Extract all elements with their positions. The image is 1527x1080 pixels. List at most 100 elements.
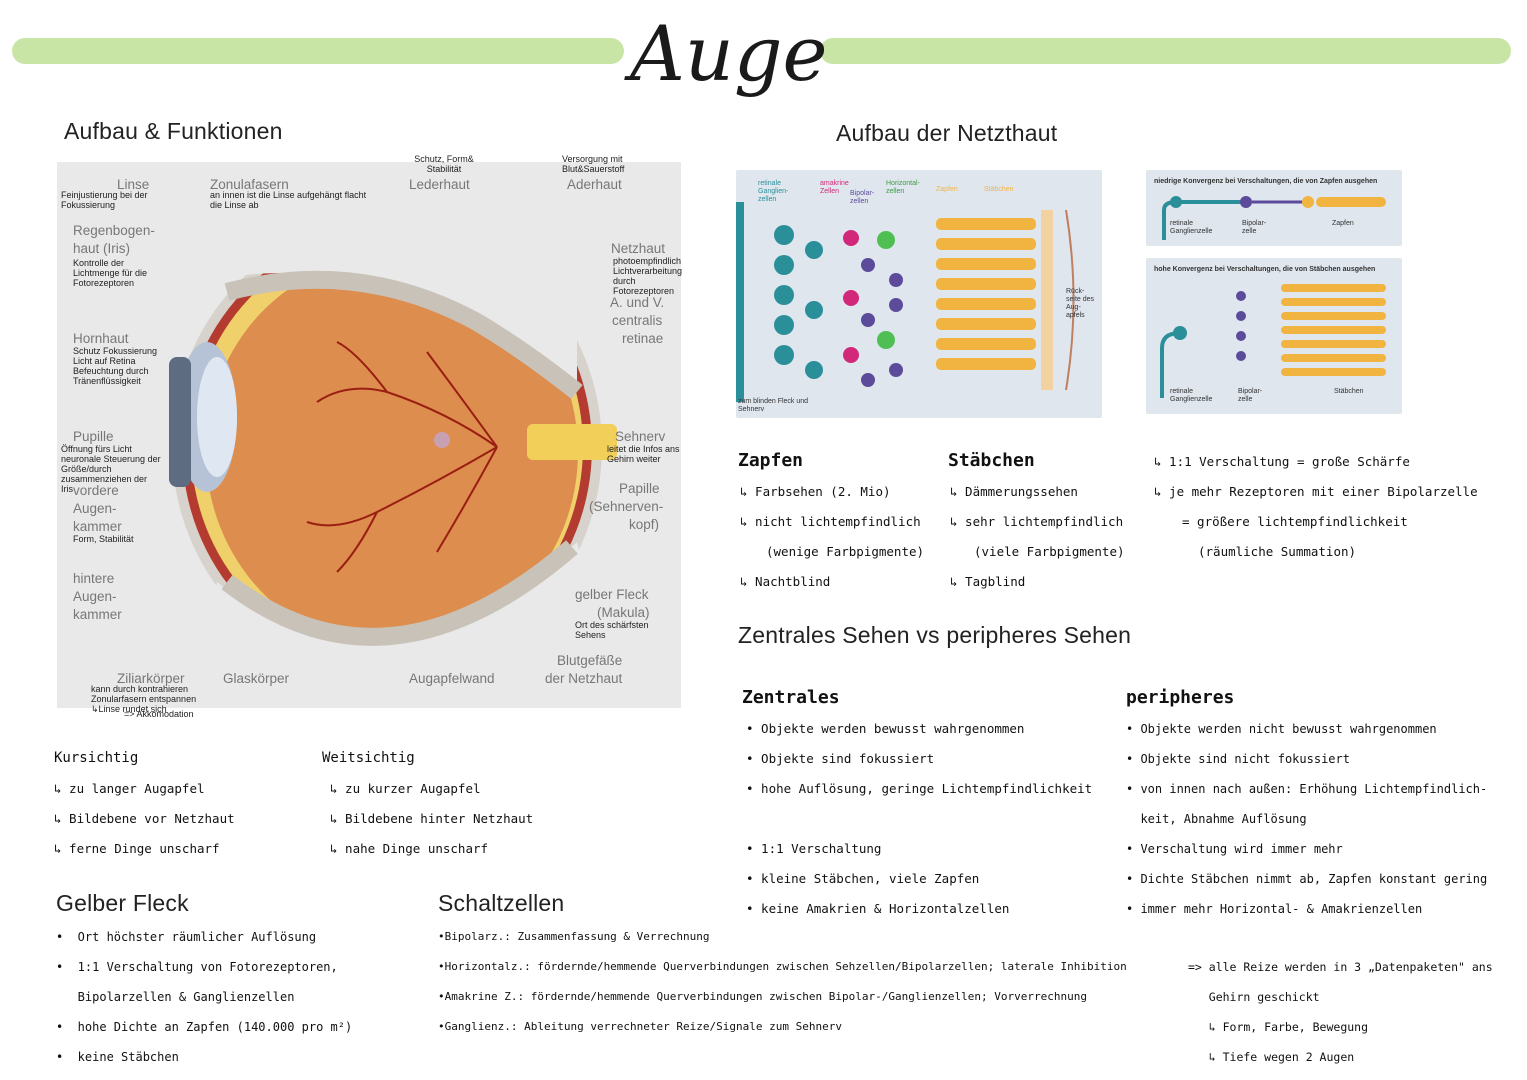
- gelber-fleck-item: • hohe Dichte an Zapfen (140.000 pro m²): [56, 1020, 353, 1034]
- note-iris: Kontrolle der Lichtmenge für die Fotorez…: [73, 258, 148, 288]
- retina-diagram: retinale Ganglien-zellen amakrine Zellen…: [736, 170, 1102, 418]
- label-hintere-2: Augen-: [73, 589, 117, 604]
- peripheres-item: • von innen nach außen: Erhöhung Lichtem…: [1126, 782, 1488, 796]
- label-pupille: Pupille: [73, 429, 114, 444]
- retina-label-horizontal: Horizontal-zellen: [886, 180, 920, 195]
- schaltzellen-item: •Ganglienz.: Ableitung verrechneter Reiz…: [438, 1020, 842, 1033]
- peripheres-item: • Verschaltung wird immer mehr: [1126, 842, 1343, 856]
- label-blutgefaesse-2: der Netzhaut: [545, 671, 623, 686]
- label-vordere-1: vordere: [73, 483, 119, 498]
- zentrales-item: • hohe Auflösung, geringe Lichtempfindli…: [746, 781, 1093, 796]
- kurzsichtig-item: ↳ ferne Dinge unscharf: [54, 841, 220, 856]
- label-zonulafasern: Zonulafasern: [210, 177, 289, 192]
- header-bar-left: [12, 38, 624, 64]
- note-vordere: Form, Stabilität: [73, 534, 134, 544]
- label-netzhaut: Netzhaut: [611, 241, 666, 256]
- zentrales-list: • Objekte werden bewusst wahrgenommen • …: [746, 714, 1092, 924]
- heading-aufbau: Aufbau & Funktionen: [64, 118, 283, 144]
- weitsichtig-item: ↳ Bildebene hinter Netzhaut: [330, 811, 534, 826]
- label-glaskoerper: Glaskörper: [223, 671, 290, 686]
- konvergenz-hoch-l3: Stäbchen: [1334, 388, 1364, 395]
- kurzsichtig-item: ↳ Bildebene vor Netzhaut: [54, 811, 235, 826]
- verschaltung-item: ↳ 1:1 Verschaltung = große Schärfe: [1154, 454, 1410, 469]
- konvergenz-hoch-l1: retinale Ganglienzelle: [1170, 388, 1213, 403]
- gelber-fleck-item: • keine Stäbchen: [56, 1050, 179, 1064]
- fazit-item: ↳ Tiefe wegen 2 Augen: [1188, 1050, 1355, 1064]
- peripheres-item: • Objekte werden nicht bewusst wahrgenom…: [1126, 722, 1437, 736]
- retina-label-staebchen: Stäbchen: [984, 186, 1014, 193]
- fazit-item: => alle Reize werden in 3 „Datenpaketen"…: [1188, 960, 1493, 974]
- verschaltung-item: ↳ je mehr Rezeptoren mit einer Bipolarze…: [1154, 484, 1478, 499]
- retina-label-bipolar: Bipolar-zellen: [850, 190, 875, 205]
- staebchen-item: ↳ sehr lichtempfindlich: [950, 514, 1124, 529]
- label-aderhaut: Aderhaut: [567, 177, 622, 192]
- konvergenz-niedrig-illustration: [1162, 196, 1386, 240]
- label-vordere-2: Augen-: [73, 501, 117, 516]
- zentrales-item: • 1:1 Verschaltung: [746, 841, 882, 856]
- gelber-fleck-item: • Ort höchster räumlicher Auflösung: [56, 930, 317, 944]
- retina-label-blinder-fleck: zum blinden Fleck und Sehnerv: [738, 398, 809, 413]
- peripheres-list: • Objekte werden nicht bewusst wahrgenom…: [1126, 714, 1487, 924]
- kurzsichtig-list: ↳ zu langer Augapfel ↳ Bildebene vor Net…: [54, 774, 235, 864]
- weitsichtig-item: ↳ nahe Dinge unscharf: [330, 841, 489, 856]
- gelber-fleck-item: Bipolarzellen & Ganglienzellen: [56, 990, 295, 1004]
- staebchen-item: ↳ Dämmerungssehen: [950, 484, 1078, 499]
- staebchen-item: ↳ Tagblind: [950, 574, 1026, 589]
- label-linse: Linse: [117, 177, 150, 192]
- eye-illustration: [169, 202, 617, 708]
- note-netzhaut: photoempfindlich Lichtverarbeitung durch…: [613, 256, 683, 296]
- heading-gelber-fleck: Gelber Fleck: [56, 890, 189, 916]
- retina-label-amakrine: amakrine Zellen: [820, 180, 849, 195]
- konvergenz-hoch-l2: Bipolar-zelle: [1238, 388, 1263, 403]
- konvergenz-hoch-title: hohe Konvergenz bei Verschaltungen, die …: [1154, 266, 1376, 273]
- konvergenz-hoch-panel: hohe Konvergenz bei Verschaltungen, die …: [1146, 258, 1402, 414]
- weitsichtig-heading: Weitsichtig: [322, 750, 415, 766]
- note-sehnerv: leitet die Infos ans Gehirn weiter: [607, 444, 680, 464]
- label-hornhaut: Hornhaut: [73, 331, 129, 346]
- label-hintere-1: hintere: [73, 571, 115, 586]
- gelber-fleck-list: • Ort höchster räumlicher Auflösung • 1:…: [56, 922, 352, 1072]
- label-augapfelwand: Augapfelwand: [409, 671, 495, 686]
- note-zonulafasern: an innen ist die Linse aufgehängt flacht…: [210, 190, 367, 210]
- zentrales-item: • Objekte sind fokussiert: [746, 751, 935, 766]
- schaltzellen-item: •Bipolarz.: Zusammenfassung & Verrechnun…: [438, 930, 710, 943]
- label-centralis-3: retinae: [622, 331, 664, 346]
- fazit-list: => alle Reize werden in 3 „Datenpaketen"…: [1188, 952, 1493, 1072]
- zapfen-item: ↳ Nachtblind: [740, 574, 831, 589]
- heading-schaltzellen: Schaltzellen: [438, 890, 565, 916]
- retina-label-rueckseite: Rück-seite des Aug-apfels: [1066, 288, 1095, 319]
- verschaltung-list: ↳ 1:1 Verschaltung = große Schärfe ↳ je …: [1154, 447, 1478, 567]
- label-iris-2: haut (Iris): [73, 241, 131, 256]
- label-ziliarkoerper: Ziliarkörper: [117, 671, 185, 686]
- konvergenz-niedrig-l1: retinale Ganglienzelle: [1170, 220, 1213, 235]
- konvergenz-niedrig-title: niedrige Konvergenz bei Verschaltungen, …: [1154, 178, 1378, 185]
- heading-sehen: Zentrales Sehen vs peripheres Sehen: [738, 622, 1132, 648]
- note-aderhaut: Versorgung mit Blut&Sauerstoff: [562, 154, 625, 174]
- verschaltung-item: (räumliche Summation): [1198, 544, 1357, 559]
- schaltzellen-list: •Bipolarz.: Zusammenfassung & Verrechnun…: [438, 922, 1127, 1042]
- schaltzellen-item: •Amakrine Z.: fördernde/hemmende Querver…: [438, 990, 1088, 1003]
- label-centralis-2: centralis: [612, 313, 663, 328]
- zentrales-item: • Objekte werden bewusst wahrgenommen: [746, 721, 1025, 736]
- zentrales-item: • keine Amakrien & Horizontalzellen: [746, 901, 1010, 916]
- zapfen-list: ↳ Farbsehen (2. Mio) ↳ nicht lichtempfin…: [740, 477, 924, 597]
- retina-label-retinale: retinale Ganglien-zellen: [758, 180, 789, 203]
- label-lederhaut: Lederhaut: [409, 177, 470, 192]
- fazit-item: Gehirn geschickt: [1188, 990, 1320, 1004]
- staebchen-heading: Stäbchen: [948, 450, 1035, 471]
- label-iris-1: Regenbogen-: [73, 223, 155, 238]
- zentrales-item: • kleine Stäbchen, viele Zapfen: [746, 871, 980, 886]
- label-papille-3: kopf): [629, 517, 660, 532]
- schaltzellen-item: •Horizontalz.: fördernde/hemmende Querve…: [438, 960, 1127, 973]
- kurzsichtig-heading: Kursichtig: [54, 750, 139, 766]
- note-gelber-fleck: Ort des schärfsten Sehens: [575, 620, 649, 640]
- peripheres-item: keit, Abnahme Auflösung: [1126, 812, 1307, 826]
- staebchen-item: (viele Farbpigmente): [974, 544, 1125, 559]
- verschaltung-item: = größere lichtempfindlichkeit: [1182, 514, 1408, 529]
- kurzsichtig-item: ↳ zu langer Augapfel: [54, 781, 205, 796]
- peripheres-item: • Dichte Stäbchen nimmt ab, Zapfen konst…: [1126, 872, 1488, 886]
- zentrales-heading: Zentrales: [742, 687, 840, 708]
- label-papille-1: Papille: [619, 481, 660, 496]
- zentrales-item: [746, 804, 1092, 834]
- label-centralis-1: A. und V.: [610, 295, 665, 310]
